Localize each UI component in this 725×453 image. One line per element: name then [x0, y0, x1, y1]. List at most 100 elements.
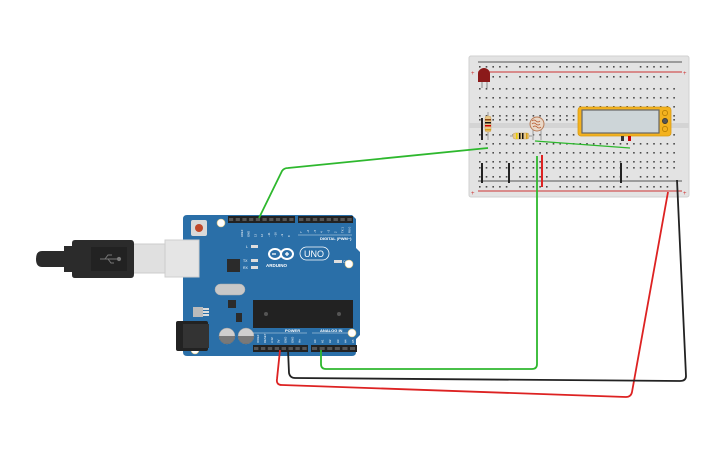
breadboard-hole[interactable]: [559, 186, 561, 188]
breadboard-hole[interactable]: [606, 161, 608, 163]
breadboard-hole[interactable]: [552, 152, 555, 154]
breadboard-hole[interactable]: [653, 76, 655, 78]
breadboard-hole[interactable]: [485, 186, 488, 188]
breadboard-hole[interactable]: [552, 143, 555, 145]
breadboard-hole[interactable]: [546, 152, 548, 154]
header-socket[interactable]: [342, 347, 348, 350]
breadboard-hole[interactable]: [599, 143, 602, 145]
breadboard-hole[interactable]: [499, 176, 501, 178]
breadboard-hole[interactable]: [505, 76, 508, 78]
usb-cable[interactable]: [36, 240, 166, 278]
breadboard-hole[interactable]: [519, 97, 521, 99]
breadboard-hole[interactable]: [499, 115, 501, 117]
breadboard-hole[interactable]: [512, 143, 515, 145]
breadboard-hole[interactable]: [659, 167, 662, 169]
breadboard-hole[interactable]: [599, 186, 602, 188]
breadboard-hole[interactable]: [539, 106, 541, 108]
breadboard-hole[interactable]: [499, 161, 501, 163]
breadboard-hole[interactable]: [532, 186, 535, 188]
breadboard-hole[interactable]: [566, 152, 568, 154]
breadboard-hole[interactable]: [479, 115, 481, 117]
breadboard-hole[interactable]: [646, 88, 649, 90]
arduino-uno-board[interactable]: L TX RX ON ARDUINO UNO DIGITAL (PWM~) PO…: [164, 215, 360, 356]
breadboard-hole[interactable]: [606, 88, 608, 90]
breadboard-hole[interactable]: [599, 167, 602, 169]
header-socket[interactable]: [326, 218, 331, 221]
header-socket[interactable]: [288, 347, 293, 350]
breadboard-hole[interactable]: [479, 167, 481, 169]
breadboard-hole[interactable]: [492, 76, 494, 78]
breadboard-hole[interactable]: [519, 66, 521, 68]
breadboard-hole[interactable]: [626, 88, 628, 90]
breadboard-hole[interactable]: [586, 88, 588, 90]
breadboard-hole[interactable]: [566, 176, 568, 178]
breadboard-hole[interactable]: [532, 143, 535, 145]
breadboard-hole[interactable]: [599, 66, 602, 68]
header-socket[interactable]: [347, 218, 352, 221]
header-socket[interactable]: [242, 218, 247, 221]
breadboard-hole[interactable]: [532, 106, 535, 108]
breadboard-hole[interactable]: [499, 119, 501, 121]
breadboard-hole[interactable]: [639, 76, 642, 78]
breadboard-hole[interactable]: [626, 152, 628, 154]
breadboard-hole[interactable]: [539, 97, 541, 99]
analog-header[interactable]: [311, 345, 357, 352]
breadboard-hole[interactable]: [479, 106, 481, 108]
breadboard-hole[interactable]: [659, 66, 662, 68]
breadboard-hole[interactable]: [505, 186, 508, 188]
breadboard-hole[interactable]: [572, 152, 575, 154]
breadboard-hole[interactable]: [499, 97, 501, 99]
breadboard-hole[interactable]: [479, 143, 481, 145]
breadboard-hole[interactable]: [479, 186, 481, 188]
breadboard-hole[interactable]: [579, 176, 582, 178]
breadboard-hole[interactable]: [579, 88, 582, 90]
breadboard-hole[interactable]: [592, 143, 595, 145]
breadboard-hole[interactable]: [579, 152, 582, 154]
breadboard-hole[interactable]: [659, 176, 662, 178]
breadboard-hole[interactable]: [552, 161, 555, 163]
header-socket[interactable]: [319, 347, 325, 350]
header-socket[interactable]: [333, 218, 338, 221]
breadboard-hole[interactable]: [586, 143, 588, 145]
breadboard-hole[interactable]: [559, 97, 561, 99]
breadboard-hole[interactable]: [639, 152, 642, 154]
digital-header-right[interactable]: [298, 216, 353, 223]
header-socket[interactable]: [302, 347, 307, 350]
breadboard-hole[interactable]: [613, 76, 615, 78]
breadboard-hole[interactable]: [519, 143, 521, 145]
breadboard-hole[interactable]: [499, 76, 501, 78]
breadboard-hole[interactable]: [592, 97, 595, 99]
breadboard-hole[interactable]: [505, 66, 508, 68]
breadboard-hole[interactable]: [552, 88, 555, 90]
breadboard-hole[interactable]: [532, 152, 535, 154]
breadboard-hole[interactable]: [646, 152, 649, 154]
breadboard-hole[interactable]: [485, 88, 488, 90]
breadboard-hole[interactable]: [653, 88, 655, 90]
breadboard-hole[interactable]: [505, 167, 508, 169]
breadboard-hole[interactable]: [525, 152, 528, 154]
breadboard-hole[interactable]: [606, 167, 608, 169]
breadboard-hole[interactable]: [613, 167, 615, 169]
breadboard-hole[interactable]: [566, 106, 568, 108]
breadboard-hole[interactable]: [499, 88, 501, 90]
breadboard-hole[interactable]: [673, 97, 675, 99]
breadboard-hole[interactable]: [552, 97, 555, 99]
breadboard-hole[interactable]: [532, 66, 535, 68]
breadboard-hole[interactable]: [559, 115, 561, 117]
breadboard-hole[interactable]: [586, 186, 588, 188]
breadboard-hole[interactable]: [579, 97, 582, 99]
breadboard-hole[interactable]: [546, 143, 548, 145]
breadboard-hole[interactable]: [519, 115, 521, 117]
breadboard-hole[interactable]: [639, 97, 642, 99]
breadboard-hole[interactable]: [639, 66, 642, 68]
breadboard-hole[interactable]: [599, 76, 602, 78]
header-socket[interactable]: [350, 347, 356, 350]
breadboard-hole[interactable]: [633, 161, 635, 163]
header-socket[interactable]: [269, 218, 274, 221]
digital-header-left[interactable]: [228, 216, 295, 223]
breadboard-hole[interactable]: [485, 106, 488, 108]
breadboard-hole[interactable]: [539, 66, 541, 68]
breadboard-hole[interactable]: [566, 119, 568, 121]
breadboard-hole[interactable]: [479, 66, 481, 68]
header-socket[interactable]: [282, 218, 287, 221]
